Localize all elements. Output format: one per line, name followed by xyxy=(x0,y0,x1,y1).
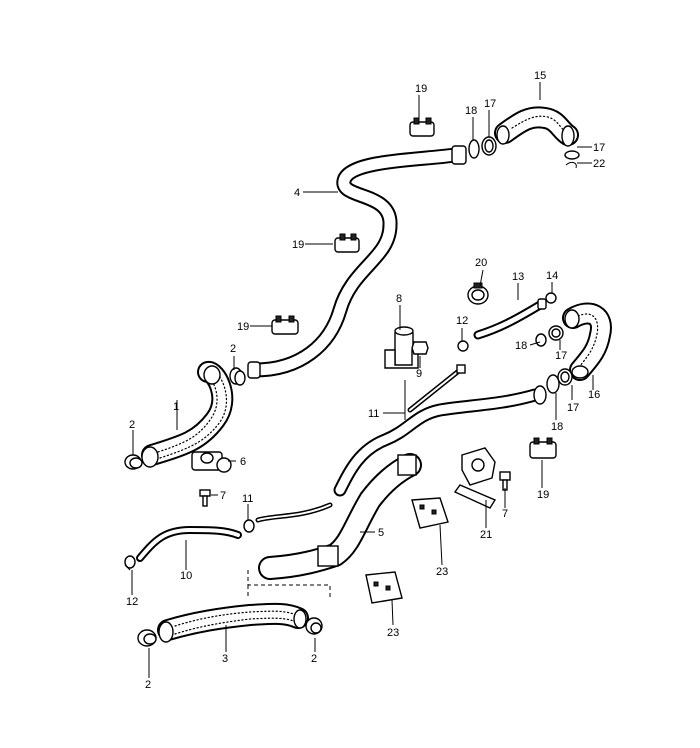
callout-13: 13 xyxy=(512,271,524,283)
seal-18-top xyxy=(468,139,480,159)
seal-18-mid xyxy=(535,333,547,347)
bracket-23-upper xyxy=(411,497,449,529)
hose-4-end-fitting xyxy=(451,145,467,165)
clamp-6 xyxy=(191,451,232,473)
callout-2: 2 xyxy=(145,679,151,691)
clamp-2-bottom-left xyxy=(137,629,157,647)
hose-16-bottom-end xyxy=(571,365,589,379)
hose-1-upper-end xyxy=(203,365,221,385)
callout-18: 18 xyxy=(465,105,477,117)
hose-11-end xyxy=(533,385,547,405)
callout-5: 5 xyxy=(378,527,384,539)
callout-12: 11 xyxy=(242,493,253,505)
callout-15: 15 xyxy=(534,70,546,82)
callout-4: 4 xyxy=(294,187,300,199)
hose-15 xyxy=(494,106,579,147)
callout-8: 8 xyxy=(396,293,402,305)
assembly-dashed-line xyxy=(247,570,331,600)
hose-4 xyxy=(247,145,467,379)
callout-16: 16 xyxy=(588,389,600,401)
callout-17: 17 xyxy=(555,350,567,362)
leader-lines xyxy=(124,82,594,678)
clamp-2-bottom-right xyxy=(305,617,323,635)
bracket-19-mid xyxy=(334,233,360,253)
clamp-12-mid xyxy=(243,519,255,533)
hose-15-end xyxy=(561,125,575,147)
callout-19: 19 xyxy=(237,321,249,333)
hose-16-top-end xyxy=(564,309,580,329)
callout-14: 14 xyxy=(546,270,558,282)
callout-labels: 19 18 17 15 17 22 4 19 19 2 1 2 6 7 11 1… xyxy=(126,70,605,691)
bracket-19-left xyxy=(271,315,299,335)
hose-11 xyxy=(333,364,547,497)
hose-10 xyxy=(136,502,333,562)
hose-16 xyxy=(562,302,612,381)
callout-11: 11 xyxy=(368,408,379,420)
hose-1 xyxy=(141,361,234,468)
hose-1-lower-end xyxy=(141,446,159,468)
callout-17: 17 xyxy=(484,98,496,110)
callout-17: 17 xyxy=(593,142,605,154)
callout-19: 19 xyxy=(415,83,427,95)
hose-5 xyxy=(258,453,422,580)
callout-7: 7 xyxy=(502,508,508,520)
callout-2: 2 xyxy=(230,343,236,355)
hose-3-left-end xyxy=(158,621,174,643)
callout-12: 12 xyxy=(456,315,468,327)
clamp-2-left xyxy=(124,454,143,470)
clip-22 xyxy=(565,161,577,169)
hose-15-start xyxy=(496,125,510,145)
callout-19: 19 xyxy=(537,489,549,501)
callout-22: 22 xyxy=(593,158,605,170)
bolt-7-right xyxy=(499,471,511,491)
hose-3 xyxy=(157,602,309,643)
bolt-7-left xyxy=(199,489,211,507)
hose-13-fitting xyxy=(537,298,547,310)
callout-10: 10 xyxy=(180,570,192,582)
pipe-11-connector xyxy=(456,364,466,374)
bracket-19-top xyxy=(409,117,435,137)
callout-7: 7 xyxy=(220,490,226,502)
callout-18: 18 xyxy=(515,340,527,352)
callout-6: 6 xyxy=(240,456,246,468)
bracket-21 xyxy=(453,447,497,509)
bracket-19-right xyxy=(529,437,557,459)
callout-18: 18 xyxy=(551,421,563,433)
bracket-23-lower xyxy=(365,571,403,604)
callout-23: 23 xyxy=(387,627,399,639)
callout-20: 20 xyxy=(475,257,487,269)
hose-3-right-end xyxy=(293,609,307,629)
nut-9 xyxy=(411,341,429,355)
clamp-12-upper xyxy=(457,340,469,352)
callout-23: 23 xyxy=(436,566,448,578)
callout-2: 2 xyxy=(311,653,317,665)
seal-18-right xyxy=(546,374,560,394)
callout-17: 17 xyxy=(567,402,579,414)
clamp-14 xyxy=(545,292,557,304)
callout-12: 12 xyxy=(126,596,138,608)
clamp-20 xyxy=(467,282,489,305)
hose-5-sleeve xyxy=(317,545,339,567)
callout-1: 1 xyxy=(173,401,179,413)
ring-17-right xyxy=(564,150,580,160)
hose-13 xyxy=(473,298,547,340)
clamp-12-lower xyxy=(124,555,136,569)
clamp-2-upper xyxy=(229,367,246,386)
callout-3: 3 xyxy=(222,653,228,665)
callout-9: 9 xyxy=(416,368,422,380)
hose-5-upper-sleeve xyxy=(397,454,417,476)
callout-19: 19 xyxy=(292,239,304,251)
callout-21: 21 xyxy=(480,529,492,541)
callout-2: 2 xyxy=(129,419,135,431)
hose-4-lower-fitting xyxy=(247,361,261,379)
